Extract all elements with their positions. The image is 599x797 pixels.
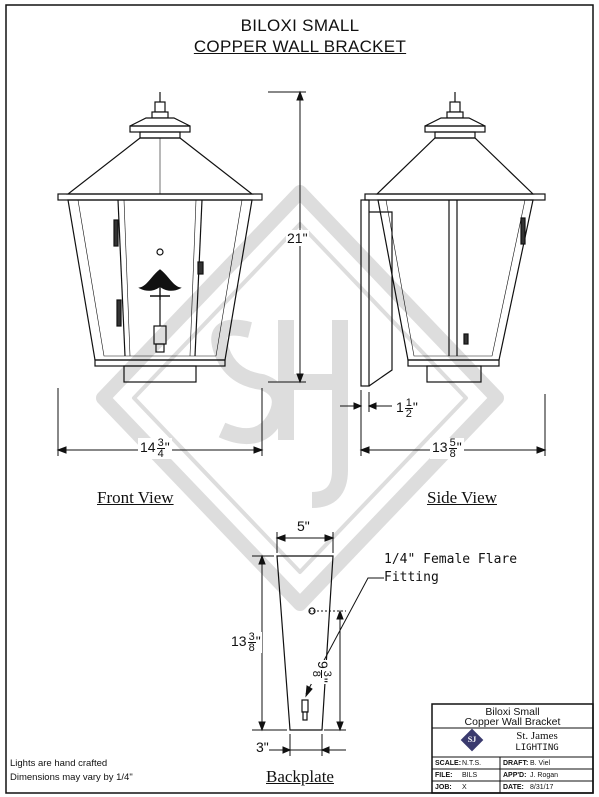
backplate-dimensions: [252, 532, 346, 756]
side-view-label: Side View: [427, 488, 497, 507]
job-value: X: [462, 784, 467, 791]
bracket-offset-den: 2: [405, 408, 412, 420]
title-block-product-line-1: Biloxi Small: [485, 706, 540, 718]
date-value: 8/31/17: [530, 784, 554, 791]
backplate-height-num: 3: [247, 631, 256, 643]
note-dimensions-vary: Dimensions may vary by 1/4": [10, 772, 133, 783]
side-depth-num: 5: [448, 437, 457, 449]
front-view-lantern: [57, 92, 263, 383]
company-name: St. James: [516, 730, 558, 742]
side-depth-unit: ": [456, 439, 462, 456]
bracket-offset-whole: 1: [396, 399, 404, 416]
job-label: JOB:: [435, 784, 452, 791]
backplate-height-den: 8: [248, 642, 255, 654]
backplate-label: Backplate: [266, 767, 334, 786]
file-value: BILS: [462, 772, 478, 779]
side-depth-whole: 13: [432, 439, 448, 456]
fitting-leader: [305, 577, 384, 698]
file-label: FILE:: [435, 772, 453, 779]
backplate-height-whole: 13: [231, 633, 247, 650]
draft-label: DRAFT:: [503, 760, 529, 767]
front-view-label: Front View: [97, 488, 174, 507]
st-james-logo: [460, 728, 484, 752]
note-hand-crafted: Lights are hand crafted: [10, 758, 108, 769]
backplate-bottom-label: 3": [256, 739, 269, 755]
side-view-lantern: [360, 92, 546, 387]
fitting-height-unit: ": [314, 677, 331, 683]
sheet-border: [5, 4, 594, 794]
side-depth-den: 8: [449, 448, 456, 460]
front-width-den: 4: [157, 448, 164, 460]
title-line-2: COPPER WALL BRACKET: [193, 37, 407, 56]
draft-value: B. Viel: [530, 760, 551, 767]
approved-label: APP'D:: [503, 772, 527, 779]
height-dimension-label: 21": [286, 230, 309, 246]
title-block-frame: [431, 703, 594, 794]
fitting-callout-line-1: 1/4" Female Flare: [384, 552, 518, 567]
front-width-num: 3: [156, 437, 165, 449]
scale-label: SCALE:: [435, 760, 462, 767]
logo-text: SJ: [467, 735, 477, 744]
date-label: DATE:: [503, 784, 524, 791]
fitting-callout-line-2: Fitting: [384, 570, 439, 585]
title-block-product-line-2: Copper Wall Bracket: [464, 716, 561, 728]
fitting-height-den: 8: [310, 670, 322, 677]
backplate-drawing: [276, 555, 334, 731]
front-width-whole: 14: [140, 439, 156, 456]
bracket-offset-unit: ": [412, 399, 418, 416]
fitting-height-num: 3: [321, 669, 333, 678]
title-line-1: BILOXI SMALL: [240, 16, 360, 35]
bracket-offset-num: 1: [404, 397, 413, 409]
company-tagline: LIGHTING: [515, 743, 559, 753]
scale-value: N.T.S.: [462, 760, 482, 767]
bracket-offset-dimension: [340, 392, 392, 412]
front-width-unit: ": [164, 439, 170, 456]
approved-value: J. Rogan: [530, 772, 559, 779]
fitting-height-whole: 9: [314, 661, 331, 669]
backplate-height-unit: ": [255, 633, 261, 650]
backplate-top-label: 5": [296, 518, 311, 534]
